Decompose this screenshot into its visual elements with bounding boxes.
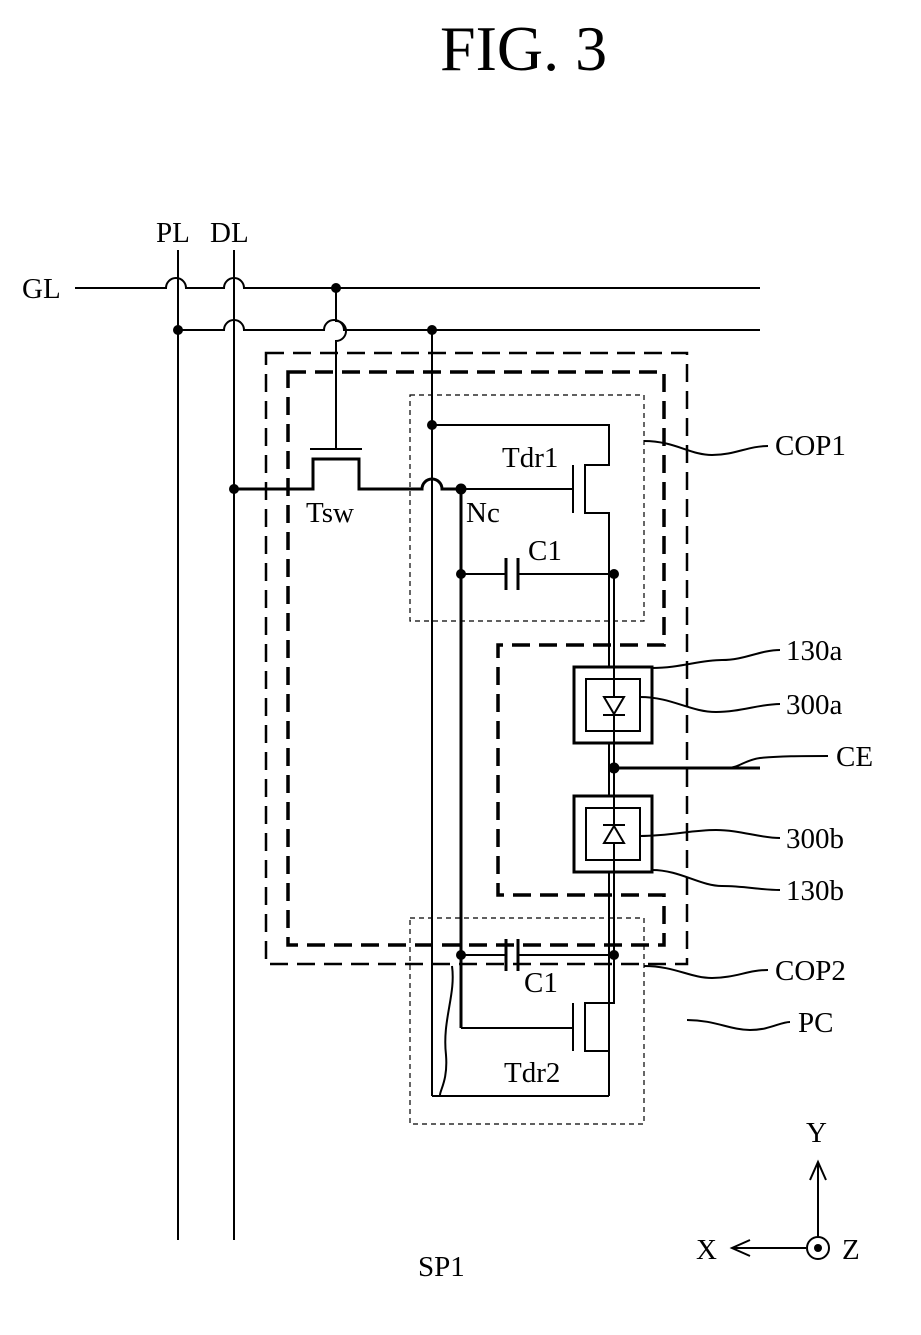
power-line-horizontal	[178, 320, 760, 330]
label-tdr1: Tdr1	[502, 442, 558, 474]
axis-label-y: Y	[806, 1117, 827, 1149]
led-300a	[574, 667, 652, 743]
label-ce: CE	[836, 741, 873, 773]
axis-indicator: Y X Z	[696, 1117, 860, 1266]
z-axis-dot	[814, 1244, 822, 1252]
common-electrode-ce	[609, 763, 761, 774]
driving-transistor-tdr1	[427, 420, 609, 1096]
axis-label-x: X	[696, 1234, 717, 1266]
label-300a: 300a	[786, 689, 843, 721]
label-130b: 130b	[786, 875, 844, 907]
label-gl: GL	[22, 273, 61, 305]
junction-pl	[173, 325, 183, 335]
label-300b: 300b	[786, 823, 844, 855]
label-cop2: COP2	[775, 955, 846, 987]
label-dl: DL	[210, 217, 249, 249]
axis-label-z: Z	[842, 1234, 860, 1266]
label-tsw: Tsw	[306, 497, 354, 529]
label-c1-bottom: C1	[524, 967, 558, 999]
label-130a: 130a	[786, 635, 843, 667]
label-nc: Nc	[466, 497, 500, 529]
label-cop1: COP1	[775, 430, 846, 462]
label-sp1: SP1	[418, 1251, 465, 1283]
junction-ce	[609, 763, 620, 774]
led-300b	[574, 796, 652, 872]
label-tdr2: Tdr2	[504, 1057, 560, 1089]
label-c1-top: C1	[528, 535, 562, 567]
junction-c1-bottom-left	[456, 950, 466, 960]
label-pl: PL	[156, 217, 190, 249]
switching-transistor-tsw	[234, 288, 461, 489]
figure-title: FIG. 3	[440, 13, 607, 84]
junction-c1-top-left	[456, 569, 466, 579]
label-pc: PC	[798, 1007, 833, 1039]
